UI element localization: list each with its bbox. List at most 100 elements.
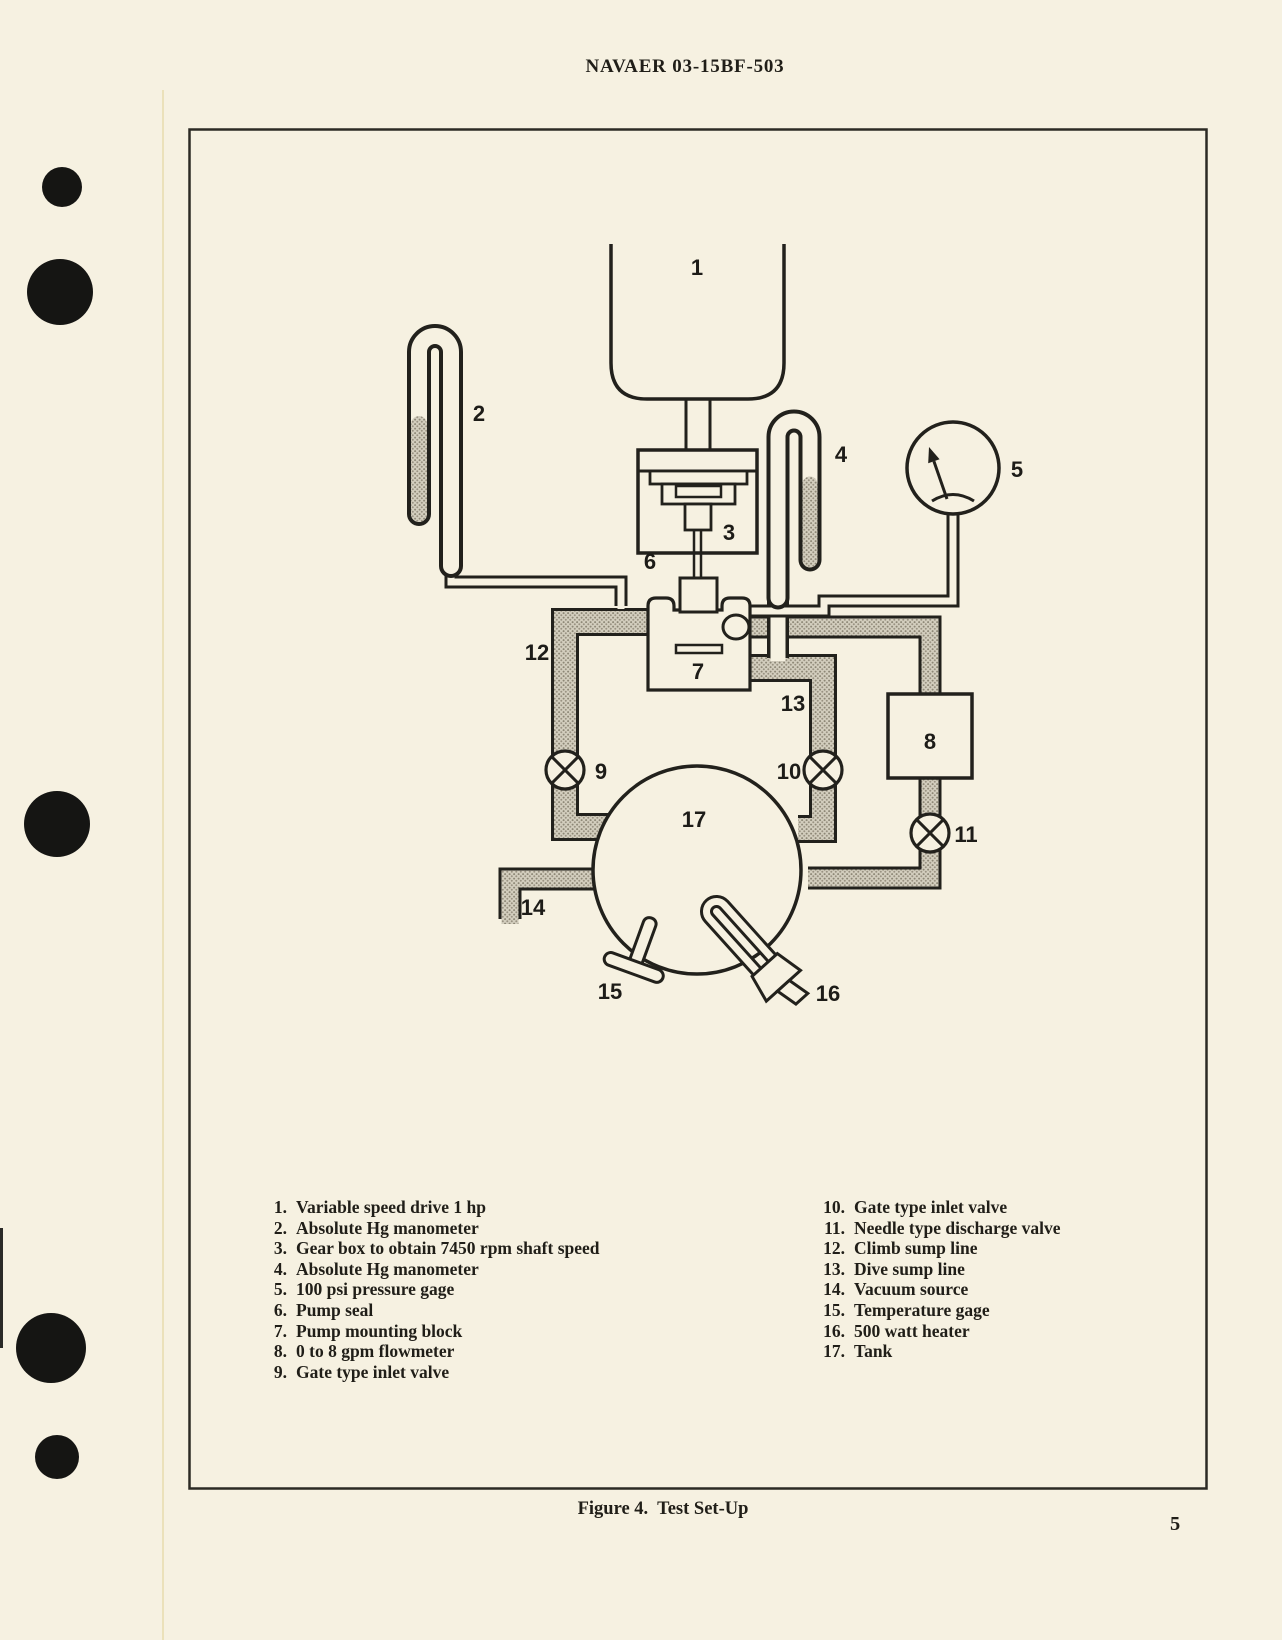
legend-text: Climb sump line [854,1238,978,1259]
discharge-nozzle [721,613,751,641]
diagram-label-17: 17 [682,807,706,832]
legend-text: Needle type discharge valve [854,1217,1061,1238]
legend-text: Absolute Hg manometer [296,1258,479,1279]
diagram-label-2: 2 [473,401,485,426]
absolute-hg-manometer-4 [766,409,822,610]
pipe-flowmeter-return [808,770,942,890]
legend-number: 14. [823,1279,845,1300]
legend-item: 2.Absolute Hg manometer [253,1218,723,1239]
legend-left-column: 1.Variable speed drive 1 hp 2.Absolute H… [253,1197,723,1382]
legend-number: 7. [273,1320,287,1341]
legend-item: 8.0 to 8 gpm flowmeter [253,1341,723,1362]
legend-item: 16. 500 watt heater [800,1321,1220,1342]
legend-item: 9. Gate type inlet valve [253,1362,723,1383]
test-setup-diagram: 1 2 3 4 5 6 7 8 9 10 11 12 13 14 15 16 1… [188,128,1208,1490]
legend-number: 16. [823,1320,845,1341]
legend-right-column: 10.Gate type inlet valve 11. Needle type … [800,1197,1220,1362]
absolute-hg-manometer-2 [407,324,463,578]
legend-number: 13. [823,1258,845,1279]
tank [591,764,803,976]
legend-item: 11. Needle type discharge valve [800,1218,1220,1239]
gauge-connection-tube [750,510,960,618]
diagram-label-10: 10 [777,759,801,784]
diagram-label-5: 5 [1011,457,1023,482]
legend-item: 7. Pump mounting block [253,1321,723,1342]
diagram-label-7: 7 [692,659,704,684]
legend-text: Temperature gage [854,1299,990,1320]
variable-speed-drive [609,244,786,452]
scan-edge-shadow [0,1228,3,1348]
legend-item: 6. Pump seal [253,1300,723,1321]
manometer2-connection-tube [444,560,628,609]
pipe-vacuum-source [498,867,604,924]
document-number-header: NAVAER 03-15BF-503 [585,56,785,77]
legend-number: 6. [273,1299,287,1320]
legend-text: Tank [854,1341,893,1362]
pipe-dive-sump-line [742,654,837,843]
legend-item: 10.Gate type inlet valve [800,1197,1220,1218]
diagram-label-4: 4 [835,442,848,467]
legend-item: 3. Gear box to obtain 7450 rpm shaft spee… [253,1238,723,1259]
heater-collar [750,951,803,1004]
legend-item: 17. Tank [800,1341,1220,1362]
flowmeter [886,692,974,780]
legend-number: 3. [273,1238,287,1259]
legend-item: 12. Climb sump line [800,1238,1220,1259]
legend-text: Variable speed drive 1 hp [296,1197,486,1217]
gear-box [636,448,759,578]
gate-inlet-valve-10 [802,749,844,791]
diagram-label-8: 8 [924,729,936,754]
gauge-scale-arc [931,493,975,503]
legend-text: Gate type inlet valve [296,1361,450,1382]
legend-number: 4. [273,1258,287,1279]
diagram-label-12: 12 [525,640,549,665]
diagram-label-15: 15 [598,979,622,1004]
legend-text: Gear box to obtain 7450 rpm shaft speed [296,1238,600,1259]
drive-shaft [684,399,712,452]
legend-number: 10. [823,1197,845,1217]
legend-text: Vacuum source [854,1279,969,1300]
diagram-label-11: 11 [954,822,977,847]
page-number: 5 [1170,1513,1181,1535]
diagram-label-13: 13 [781,691,805,716]
legend-text: Dive sump line [854,1258,965,1279]
legend-item: 14. Vacuum source [800,1279,1220,1300]
binding-hole-dot [27,259,93,325]
pipe-pump-discharge [740,615,942,702]
legend-number: 2. [273,1217,287,1238]
legend-text: 500 watt heater [854,1320,970,1341]
legend-item: 15. Temperature gage [800,1300,1220,1321]
block-slot [674,643,724,655]
diagram-label-3: 3 [723,520,735,545]
legend-number: 17. [823,1341,845,1362]
legend-number: 15. [823,1299,845,1320]
legend-item: 4. Absolute Hg manometer [253,1259,723,1280]
legend-text: Pump seal [296,1299,374,1320]
binding-hole-dot [42,167,82,207]
diagram-label-9: 9 [595,759,607,784]
diagram-label-1: 1 [691,255,703,280]
legend-text: Pump mounting block [296,1320,463,1341]
legend-number: 5. [273,1279,287,1300]
figure-caption: Figure 4. Test Set-Up [577,1499,749,1519]
diagram-label-16: 16 [816,981,840,1006]
legend-number: 9. [273,1361,287,1382]
diagram-label-6: 6 [644,549,656,574]
legend-number: 12. [823,1238,845,1259]
gauge-needle [932,460,949,500]
pump-seal [678,576,719,614]
binding-hole-dot [16,1313,86,1383]
pipe-climb-sump-line [551,608,662,841]
paper-fold-line [162,90,164,1640]
gate-inlet-valve-9 [544,749,586,791]
temperature-gage [602,916,665,984]
binding-hole-dot [35,1435,79,1479]
diagram-label-14: 14 [521,895,546,920]
legend-item: 13. Dive sump line [800,1259,1220,1280]
legend-number: 11. [824,1217,845,1238]
legend-item: 5.100 psi pressure gage [253,1279,723,1300]
binding-hole-dot [24,791,90,857]
heater-plug [775,978,811,1007]
legend-number: 8. [273,1341,287,1362]
